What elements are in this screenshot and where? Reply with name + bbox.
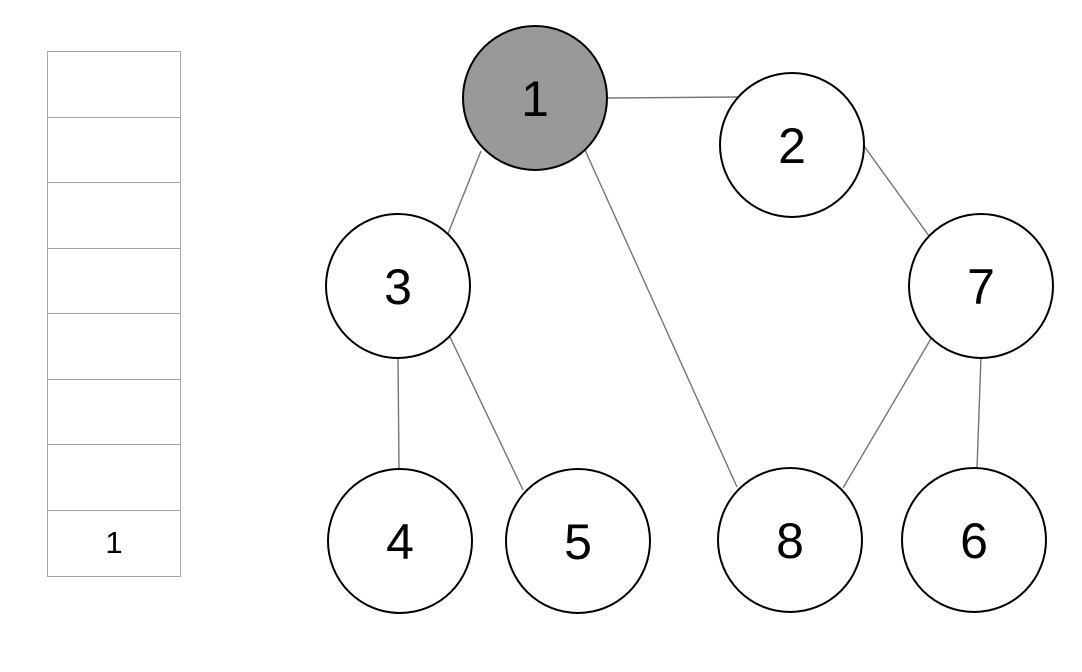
node-label-6: 6 xyxy=(960,513,988,569)
graph-edge-1-8 xyxy=(584,149,738,488)
stack-cell-5 xyxy=(47,313,181,380)
stack-cell-8: 1 xyxy=(47,509,181,577)
node-circle-4[interactable] xyxy=(327,468,473,614)
graph-edge-7-8 xyxy=(842,336,933,489)
stack-cell-7 xyxy=(47,444,181,511)
graph-edge-1-3 xyxy=(446,150,482,237)
graph-node-2[interactable]: 2 xyxy=(719,72,865,218)
graph-node-3[interactable]: 3 xyxy=(325,213,471,359)
stack-cell-4 xyxy=(47,247,181,315)
graph-edge-1-2 xyxy=(606,96,739,99)
graph-node-7[interactable]: 7 xyxy=(908,213,1054,359)
graph-edge-7-6 xyxy=(976,356,982,470)
stack-cell-1 xyxy=(47,51,181,118)
node-circle-5[interactable] xyxy=(505,468,651,614)
node-label-3: 3 xyxy=(384,259,412,315)
node-circle-6[interactable] xyxy=(901,467,1047,613)
node-label-2: 2 xyxy=(778,118,806,174)
node-label-7: 7 xyxy=(967,259,995,315)
node-circle-1[interactable] xyxy=(462,25,608,171)
node-label-5: 5 xyxy=(564,514,592,570)
graph-node-4[interactable]: 4 xyxy=(327,468,473,614)
graph-edge-3-4 xyxy=(397,356,400,470)
node-label-4: 4 xyxy=(386,514,414,570)
stack-cell-6 xyxy=(47,378,181,446)
node-circle-3[interactable] xyxy=(325,213,471,359)
graph-node-1[interactable]: 1 xyxy=(462,25,608,171)
node-label-1: 1 xyxy=(521,71,549,127)
graph-node-6[interactable]: 6 xyxy=(901,467,1047,613)
stack-cell-2 xyxy=(47,116,181,184)
graph-node-8[interactable]: 8 xyxy=(717,467,863,613)
node-circle-8[interactable] xyxy=(717,467,863,613)
stack-panel: 1 xyxy=(47,51,181,577)
graph-edge-3-5 xyxy=(449,336,524,491)
node-circle-2[interactable] xyxy=(719,72,865,218)
graph-node-5[interactable]: 5 xyxy=(505,468,651,614)
node-circle-7[interactable] xyxy=(908,213,1054,359)
node-label-8: 8 xyxy=(776,513,804,569)
graph-edge-2-7 xyxy=(863,145,930,237)
